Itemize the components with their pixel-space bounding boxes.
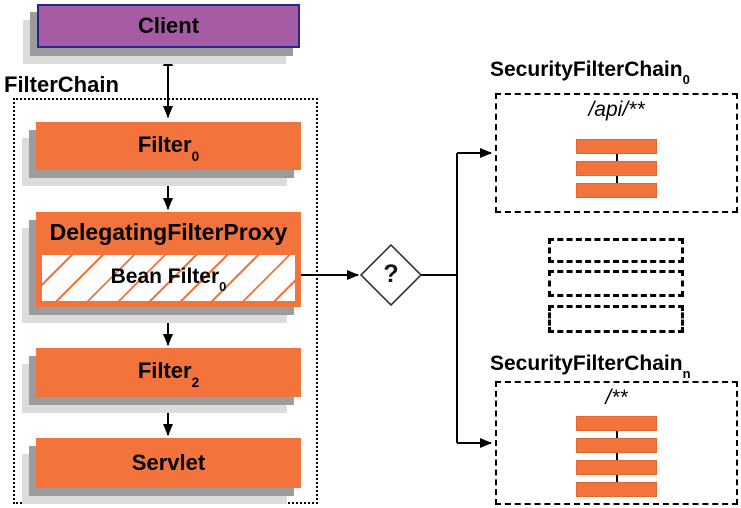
servlet-box: Servlet xyxy=(36,438,301,488)
security-filter-chain-n-container: /** xyxy=(495,381,738,505)
bean-filter-label: Bean Filter0 xyxy=(110,264,227,295)
filterchain-label: FilterChain xyxy=(4,72,119,97)
security-filter-chain-0-filter-stack xyxy=(497,139,736,198)
placeholder-chain-box xyxy=(548,305,684,333)
filter-bar xyxy=(576,416,657,431)
security-filter-chain-n-subscript: n xyxy=(682,366,691,382)
filter2-label: Filter2 xyxy=(137,358,200,391)
security-filter-chain-n-filter-stack xyxy=(497,416,736,497)
security-filter-chain-0-subscript: 0 xyxy=(682,72,690,88)
client-label: Client xyxy=(137,13,200,38)
placeholder-chain-box xyxy=(548,238,684,263)
filter-bar xyxy=(576,183,657,198)
placeholder-chain-box xyxy=(548,270,684,297)
security-filter-chain-n-title: SecurityFilterChainn xyxy=(490,352,691,382)
filter-bar xyxy=(576,139,657,154)
security-filter-chain-n-url-pattern: /** xyxy=(605,386,628,409)
filter-bar xyxy=(576,161,657,176)
security-filter-chain-0-url-pattern: /api/** xyxy=(588,98,645,121)
filter-bar xyxy=(576,482,657,497)
security-filter-chain-0-title: SecurityFilterChain0 xyxy=(490,58,690,88)
delegating-filter-proxy-label: DelegatingFilterProxy xyxy=(49,219,288,245)
filter-bar xyxy=(576,438,657,453)
decision-question-label: ? xyxy=(383,260,399,288)
filter-bar xyxy=(576,460,657,475)
filter0-subscript: 0 xyxy=(191,148,200,164)
bean-filter-subscript: 0 xyxy=(219,279,227,295)
servlet-label: Servlet xyxy=(131,450,206,475)
bean-filter-box: Bean Filter0 xyxy=(40,253,297,303)
filter0-box: Filter0 xyxy=(36,122,301,170)
filter2-subscript: 2 xyxy=(191,375,200,391)
client-box: Client xyxy=(37,4,300,48)
filter0-label: Filter0 xyxy=(137,131,200,164)
security-filter-chain-0-container: /api/** xyxy=(495,93,738,213)
filter2-box: Filter2 xyxy=(36,348,301,397)
delegating-filter-proxy-box: DelegatingFilterProxy Bean Filter0 xyxy=(36,212,301,307)
